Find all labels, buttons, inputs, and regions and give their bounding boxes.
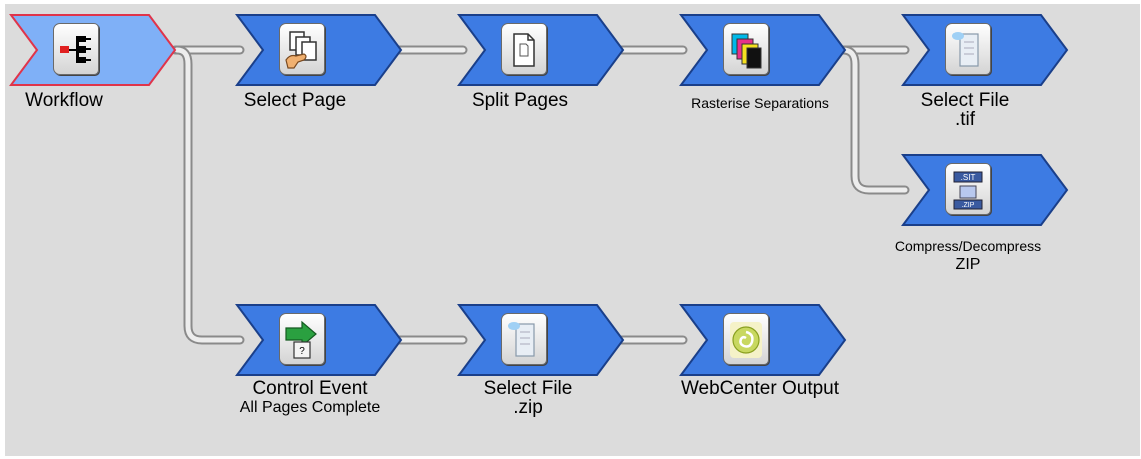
select-file-icon xyxy=(501,313,547,365)
node-title: Select File xyxy=(920,90,1010,111)
workflow-tree-icon xyxy=(53,23,99,75)
node-label-select-file-zip: Select File .zip xyxy=(468,378,588,418)
node-subtitle: .zip xyxy=(513,397,543,418)
node-title: Select Page xyxy=(243,90,347,111)
select-file-icon xyxy=(945,23,991,75)
node-split-pages[interactable] xyxy=(457,13,625,87)
node-select-file-tif[interactable] xyxy=(901,13,1069,87)
node-subtitle: All Pages Complete xyxy=(239,399,381,416)
node-title: Split Pages xyxy=(471,90,569,111)
node-title: Select File xyxy=(483,378,573,399)
node-title: WebCenter Output xyxy=(680,378,840,399)
node-control-event[interactable]: ? xyxy=(235,303,403,377)
node-rasterise-separations[interactable] xyxy=(679,13,847,87)
sit-zip-icon: .SIT .ZIP xyxy=(945,163,991,215)
connector-rasterise-compress xyxy=(838,45,910,195)
node-label-select-page: Select Page xyxy=(230,91,360,111)
select-page-hand-icon xyxy=(279,23,325,75)
node-label-select-file-tif: Select File .tif xyxy=(905,90,1025,130)
svg-text:.ZIP: .ZIP xyxy=(962,202,975,209)
node-subtitle: ZIP xyxy=(955,256,981,273)
split-pages-icon xyxy=(501,23,547,75)
workflow-canvas: Workflow Select Page xyxy=(5,4,1140,456)
green-arrow-event-icon: ? xyxy=(279,313,325,365)
node-workflow[interactable] xyxy=(9,13,177,87)
node-label-workflow: Workflow xyxy=(9,91,119,111)
node-label-webcenter-output: WebCenter Output xyxy=(655,379,865,399)
svg-text:.SIT: .SIT xyxy=(961,173,976,182)
node-label-control-event: Control Event All Pages Complete xyxy=(205,379,415,417)
node-label-compress: Compress/Decompress ZIP xyxy=(873,236,1063,274)
node-title: Control Event xyxy=(252,378,368,399)
node-label-rasterise: Rasterise Separations xyxy=(655,93,865,113)
svg-text:?: ? xyxy=(299,346,305,357)
node-label-split-pages: Split Pages xyxy=(460,91,580,111)
node-title: Workflow xyxy=(25,90,103,111)
node-compress-decompress[interactable]: .SIT .ZIP xyxy=(901,153,1069,227)
node-webcenter-output[interactable] xyxy=(679,303,847,377)
node-select-file-zip[interactable] xyxy=(457,303,625,377)
node-subtitle: .tif xyxy=(954,109,976,130)
node-title: Rasterise Separations xyxy=(691,95,829,111)
node-select-page[interactable] xyxy=(235,13,403,87)
webcenter-swirl-icon xyxy=(723,313,769,365)
connector-lines xyxy=(170,45,910,345)
cmyk-separations-icon xyxy=(723,23,769,75)
node-title: Compress/Decompress xyxy=(894,238,1042,254)
